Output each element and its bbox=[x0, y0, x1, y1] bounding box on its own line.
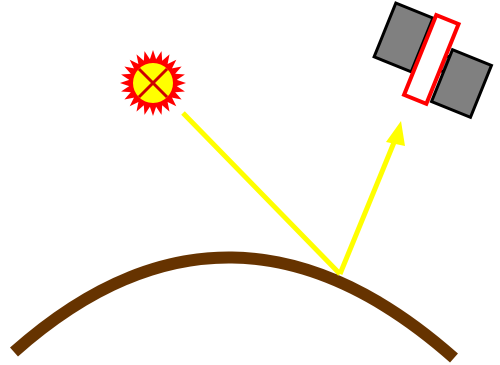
reflected-ray bbox=[337, 139, 398, 275]
satellite-panel-right bbox=[429, 47, 494, 120]
reflected-ray-arrowhead bbox=[386, 121, 405, 146]
sun-cross-line-2 bbox=[137, 67, 169, 99]
incident-ray bbox=[181, 111, 342, 276]
satellite-body bbox=[401, 12, 462, 107]
satellite-icon bbox=[372, 1, 494, 120]
sun-icon bbox=[120, 50, 186, 116]
earth-surface bbox=[10, 251, 458, 363]
